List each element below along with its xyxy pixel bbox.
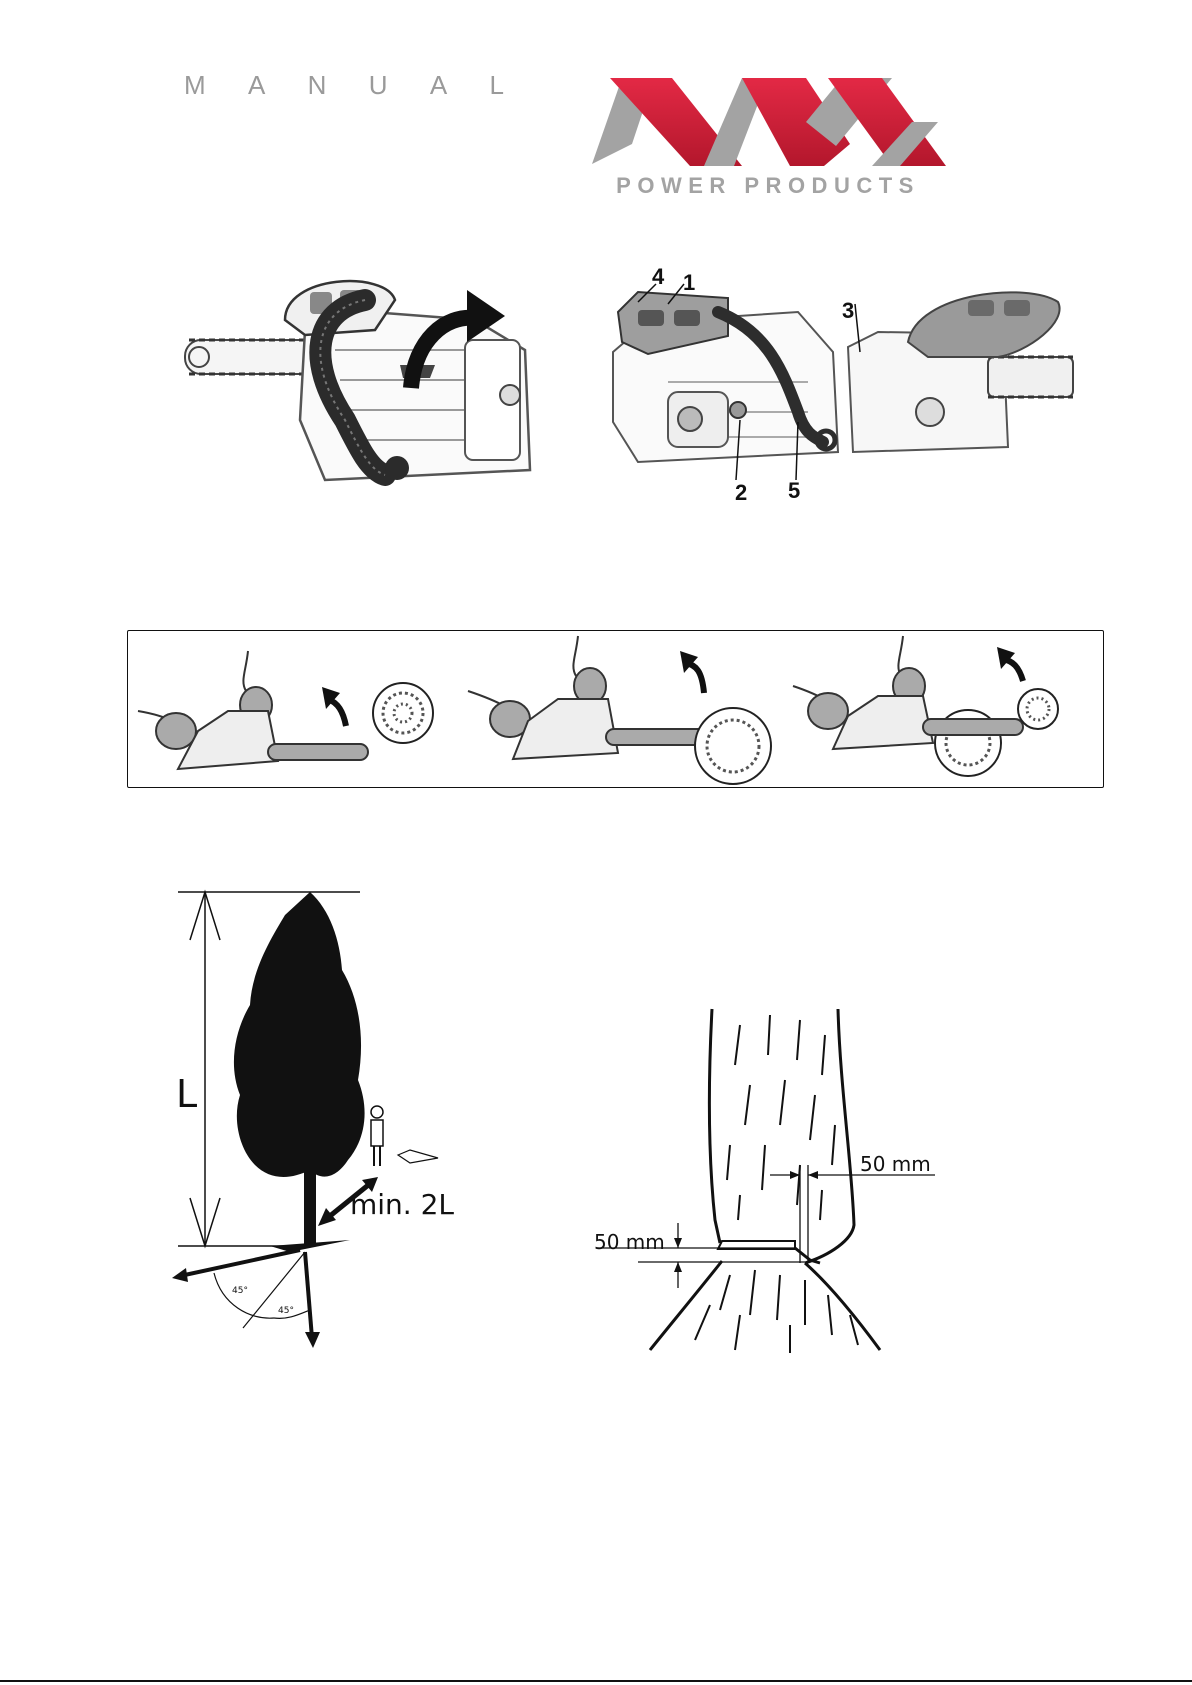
manual-letter: M (184, 70, 206, 110)
brand-tagline: POWER PRODUCTS (616, 173, 920, 196)
manual-heading: M A N U A L (184, 70, 504, 110)
callout-3: 3 (842, 298, 854, 324)
height-label: L (176, 1072, 197, 1116)
kickback-figure-1 (128, 631, 448, 787)
manual-letter: N (308, 70, 327, 110)
kickback-figure-2 (458, 631, 778, 787)
kickback-figure-3 (783, 631, 1103, 787)
part-2-knob (730, 402, 746, 418)
callout-5: 5 (788, 478, 800, 504)
callout-2: 2 (735, 480, 747, 506)
manual-letter: L (489, 70, 503, 110)
footer-rule (0, 1680, 1192, 1682)
horizontal-dimension-label: 50 mm (860, 1152, 931, 1176)
handle-flip-illustration (175, 270, 545, 510)
angle-label-right: 45° (278, 1306, 294, 1316)
distance-label: min. 2L (350, 1188, 454, 1221)
felling-cut-illustration (590, 1005, 940, 1355)
kickback-illustration-panel (127, 630, 1104, 788)
felling-distance-illustration (170, 880, 470, 1350)
callout-4: 4 (652, 264, 664, 290)
manual-letter: A (248, 70, 265, 110)
angle-label-left: 45° (232, 1286, 248, 1296)
callout-1: 1 (683, 270, 695, 296)
vertical-dimension-label: 50 mm (594, 1230, 665, 1254)
manual-letter: A (430, 70, 447, 110)
manual-letter: U (369, 70, 388, 110)
brand-logo: POWER PRODUCTS (592, 74, 946, 196)
